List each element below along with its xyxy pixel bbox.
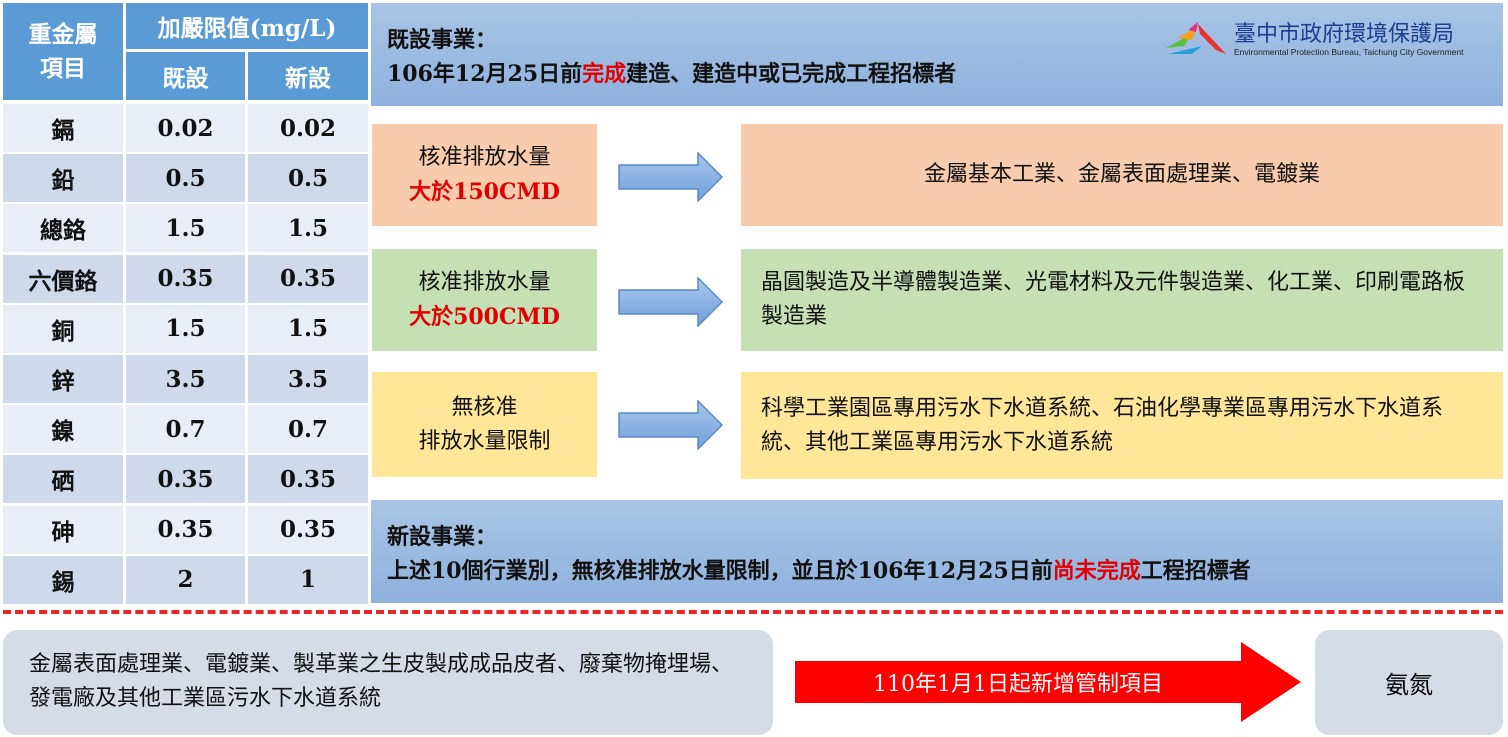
condition-box: 無核准 排放水量限制 — [372, 372, 597, 477]
table-cell-existing: 0.35 — [126, 505, 245, 554]
arrow-label: 110年1月1日起新增管制項目 — [873, 672, 1163, 697]
header-limit: 加嚴限值(mg/L) — [126, 3, 368, 49]
table-cell-metal: 鉛 — [3, 154, 123, 203]
table-cell-metal: 砷 — [3, 505, 123, 554]
logo-icon — [1166, 22, 1226, 54]
new-description: 上述10個行業別，無核准排放水量限制，並且於106年12月25日前尚未完成工程招… — [387, 554, 1487, 588]
table-cell-existing: 1.5 — [126, 304, 245, 353]
divider — [3, 610, 1503, 614]
text: 建造、建造中或已完成工程招標者 — [626, 61, 957, 87]
header-heavy-metal-item: 重金屬 項目 — [3, 3, 123, 100]
new-business-banner: 新設事業： 上述10個行業別，無核准排放水量限制，並且於106年12月25日前尚… — [371, 500, 1503, 603]
industry-box: 晶圓製造及半導體製造業、光電材料及元件製造業、化工業、印刷電路板製造業 — [741, 249, 1503, 351]
table-cell-existing: 3.5 — [126, 355, 245, 403]
condition-line: 大於150CMD — [409, 179, 560, 205]
table-cell-existing: 0.02 — [126, 104, 245, 152]
condition-line: 核准排放水量 — [418, 145, 551, 170]
header-line: 重金屬 — [28, 20, 98, 48]
text: 106年12月25日前 — [387, 61, 583, 87]
table-cell-metal: 鋅 — [3, 355, 123, 403]
condition-line: 無核准 — [451, 394, 518, 420]
table-cell-metal: 硒 — [3, 455, 123, 504]
logo-subtitle: Environmental Protection Bureau, Taichun… — [1234, 47, 1464, 57]
text: 上述10個行業別，無核准排放水量限制，並且於106年12月25日前 — [387, 558, 1053, 584]
existing-title: 既設事業： — [387, 27, 498, 53]
table-cell-existing: 1.5 — [126, 204, 245, 253]
table-cell-new: 0.35 — [248, 455, 368, 504]
table-cell-metal: 錫 — [3, 555, 123, 604]
new-item-box: 氨氮 — [1315, 630, 1503, 735]
header-existing: 既設 — [126, 52, 245, 100]
industry-box: 科學工業園區專用污水下水道系統、石油化學專業區專用污水下水道系統、其他工業區專用… — [741, 372, 1503, 479]
table-cell-new: 3.5 — [248, 355, 368, 403]
table-cell-new: 0.7 — [248, 405, 368, 454]
table-cell-metal: 總鉻 — [3, 204, 123, 253]
condition-line: 大於500CMD — [409, 304, 560, 330]
text: 工程招標者 — [1140, 558, 1251, 584]
table-cell-existing: 2 — [126, 555, 245, 604]
industry-box: 金屬基本工業、金屬表面處理業、電鍍業 — [741, 124, 1503, 226]
table-cell-existing: 0.7 — [126, 405, 245, 454]
logo: 臺中市政府環境保護局 Environmental Protection Bure… — [1162, 18, 1502, 62]
logo-name: 臺中市政府環境保護局 — [1234, 22, 1455, 47]
table-cell-metal: 鎘 — [3, 104, 123, 152]
existing-business-banner: 既設事業： 106年12月25日前完成建造、建造中或已完成工程招標者 — [371, 3, 1503, 106]
table-cell-new: 0.35 — [248, 254, 368, 303]
highlight-text: 完成 — [582, 61, 627, 87]
table-cell-metal: 銅 — [3, 304, 123, 353]
table-cell-existing: 0.35 — [126, 455, 245, 504]
table-cell-metal: 六價鉻 — [3, 254, 123, 303]
table-cell-new: 0.5 — [248, 154, 368, 203]
table-cell-existing: 0.35 — [126, 254, 245, 303]
arrow-right-icon — [618, 400, 724, 450]
table-cell-new: 0.02 — [248, 104, 368, 152]
table-cell-new: 1.5 — [248, 204, 368, 253]
table-cell-new: 1.5 — [248, 304, 368, 353]
table-cell-new: 0.35 — [248, 505, 368, 554]
highlight-text: 尚未完成 — [1052, 558, 1141, 584]
header-new: 新設 — [248, 52, 368, 100]
condition-box: 核准排放水量 大於500CMD — [372, 249, 597, 351]
new-title: 新設事業： — [387, 524, 498, 550]
red-arrow-icon — [795, 642, 1301, 722]
arrow-right-icon — [618, 152, 724, 202]
table-cell-new: 1 — [248, 555, 368, 604]
condition-line: 排放水量限制 — [418, 428, 551, 454]
table-cell-metal: 鎳 — [3, 405, 123, 454]
header-line: 項目 — [40, 54, 86, 82]
table-cell-existing: 0.5 — [126, 154, 245, 203]
arrow-right-icon — [618, 277, 724, 327]
existing-description: 106年12月25日前完成建造、建造中或已完成工程招標者 — [387, 57, 1487, 91]
bottom-industries-box: 金屬表面處理業、電鍍業、製革業之生皮製成成品皮者、廢棄物掩埋場、發電廠及其他工業… — [3, 630, 773, 735]
condition-line: 核准排放水量 — [418, 270, 551, 295]
condition-box: 核准排放水量 大於150CMD — [372, 124, 597, 226]
